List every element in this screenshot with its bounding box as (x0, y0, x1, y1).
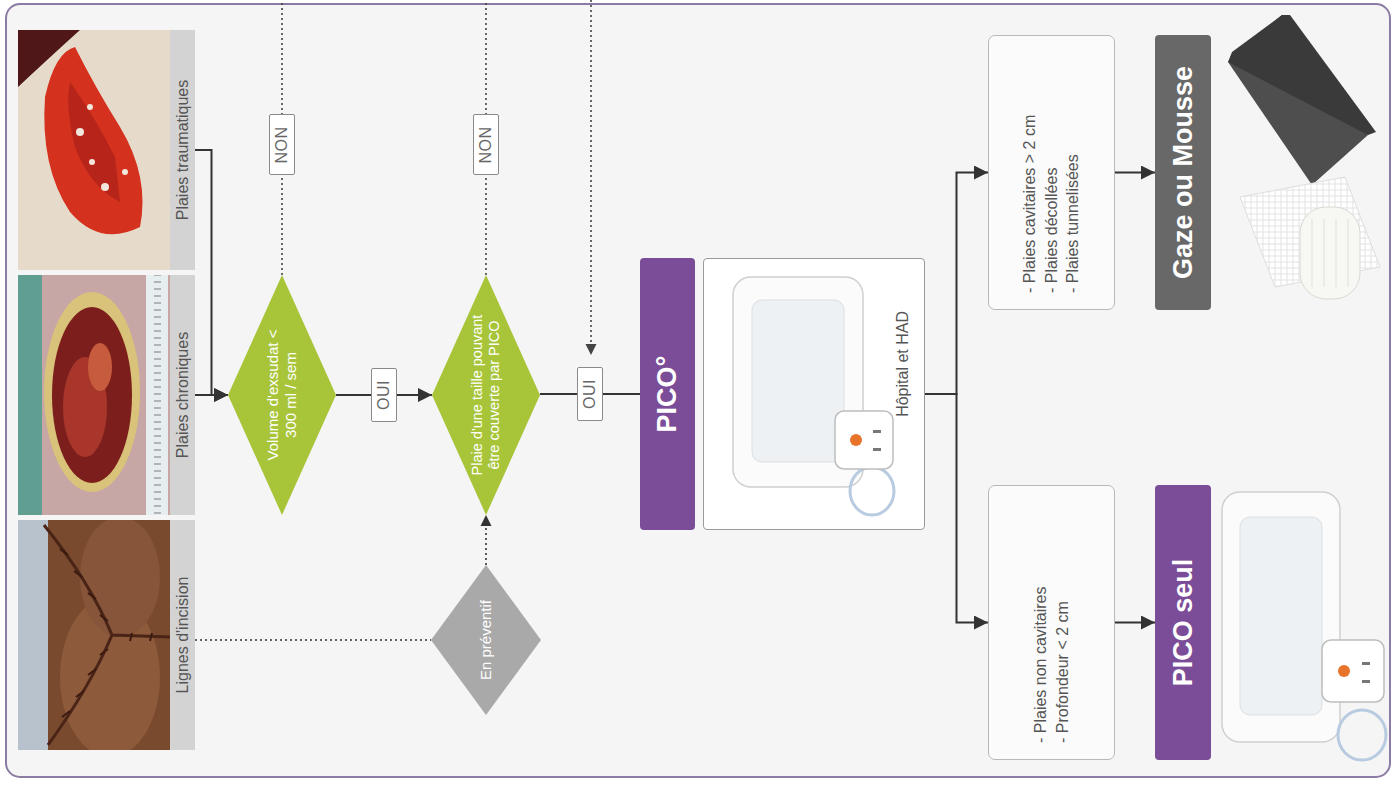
edge-label: OUI (581, 379, 599, 409)
edge-label-box: OUI (577, 367, 603, 421)
flow-connector (1115, 622, 1155, 624)
edge-label: OUI (375, 380, 393, 410)
branch-label: NON (273, 126, 291, 163)
chronic-wound-photo (18, 275, 170, 515)
node-text: Plaie d'une taille pouvant être couverte… (469, 303, 504, 488)
decision-diamond: En préventif (431, 565, 541, 715)
dotted-entry-arrow (590, 0, 592, 355)
node-text: Plaies traumatiques (173, 80, 192, 221)
criteria-line: - Profondeur < 2 cm (1052, 601, 1074, 743)
flow-connector (925, 394, 988, 623)
node-text: Hôpital et HAD (893, 311, 912, 417)
node-text: PICO seul (1167, 559, 1199, 687)
diamond-outline (228, 275, 336, 515)
criteria-line: - Plaies cavitaires > 2 cm (1019, 115, 1041, 293)
node-text: Volume d'exsudat < 300 ml / sem (264, 315, 300, 475)
decision-diamond: Volume d'exsudat < 300 ml / sem (228, 275, 336, 515)
diamond-outline (432, 275, 540, 515)
node-text: Lignes d'incision (173, 577, 192, 694)
flow-connector (1115, 172, 1155, 174)
pico-device-picture (733, 277, 894, 515)
trauma-wound-photo (18, 30, 170, 270)
flow-connector (485, 515, 487, 565)
flow-connector (195, 639, 431, 641)
category-band: Lignes d'incision (170, 520, 195, 750)
node-text: PICO° (651, 356, 683, 433)
decision-diamond: Plaie d'une taille pouvant être couverte… (432, 275, 540, 515)
result-box: PICO seul (1155, 485, 1211, 760)
criteria-line: - Plaies décollées (1041, 168, 1063, 293)
node-text: En préventif (477, 600, 495, 680)
frame (6, 4, 1390, 777)
criteria-box: - Plaies non cavitaires- Profondeur < 2 … (988, 485, 1115, 760)
product-image-box: Hôpital et HAD (703, 258, 925, 530)
edge-label-box: OUI (371, 368, 397, 422)
category-band: Plaies traumatiques (170, 30, 195, 270)
branch-label-box: NON (269, 114, 295, 175)
pico-dressing-picture (1222, 492, 1386, 760)
category-band: Plaies chroniques (170, 275, 195, 515)
flow-connector (195, 150, 228, 395)
flow-connector (925, 173, 988, 395)
product-box: PICO° (640, 258, 695, 530)
branch-label: NON (477, 126, 495, 163)
criteria-line: - Plaies non cavitaires (1030, 586, 1052, 743)
diamond-outline (431, 565, 541, 715)
node-text: Gaze ou Mousse (1167, 66, 1199, 279)
criteria-box: - Plaies cavitaires > 2 cm- Plaies décol… (988, 35, 1115, 310)
criteria-line: - Plaies tunnelisées (1062, 154, 1084, 293)
incision-photo (18, 520, 170, 750)
result-box: Gaze ou Mousse (1155, 35, 1211, 310)
foam-and-gauze-picture (1228, 15, 1380, 299)
branch-label-box: NON (473, 114, 499, 175)
node-text: Plaies chroniques (173, 332, 192, 458)
